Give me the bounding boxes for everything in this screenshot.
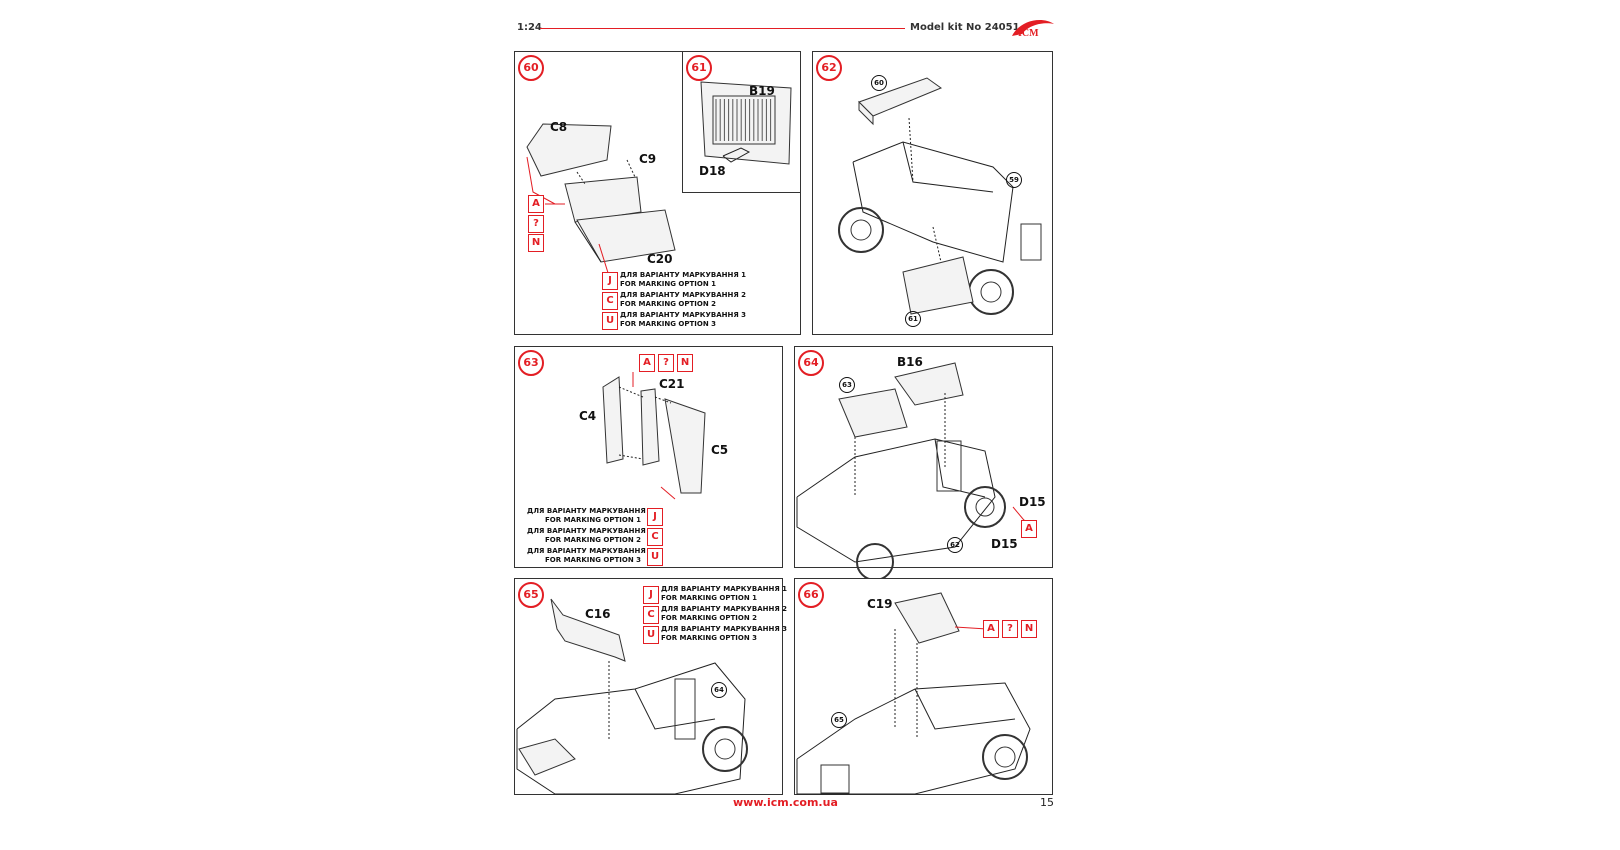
step-62-drawing bbox=[838, 77, 1042, 315]
ref-step-62: 62 bbox=[947, 537, 963, 553]
color-code-n: N bbox=[677, 354, 693, 372]
step-64-number: 64 bbox=[798, 350, 824, 376]
step-63-number: 63 bbox=[518, 350, 544, 376]
part-label-d15-top: D15 bbox=[1019, 495, 1046, 509]
color-code-a: A bbox=[639, 354, 655, 372]
part-label-d15-bottom: D15 bbox=[991, 537, 1018, 551]
step-61-drawing bbox=[700, 81, 792, 165]
ref-step-64: 64 bbox=[711, 682, 727, 698]
color-code-question: ? bbox=[658, 354, 674, 372]
part-label-b19: B19 bbox=[749, 84, 775, 98]
step-65-drawing bbox=[516, 598, 748, 795]
step-66-panel: 66 C19 A ? N 65 bbox=[794, 578, 1053, 795]
step-60-drawing bbox=[526, 123, 676, 277]
marking-code-j: J bbox=[602, 272, 618, 290]
page-number: 15 bbox=[1040, 796, 1054, 809]
icm-logo-graphic: ICM bbox=[1012, 20, 1054, 39]
part-label-c9: C9 bbox=[639, 152, 657, 166]
step-61-number: 61 bbox=[686, 55, 712, 81]
color-code-a: A bbox=[528, 195, 544, 213]
step-62-panel: 62 60 59 61 bbox=[812, 51, 1053, 335]
ref-step-59: 59 bbox=[1006, 172, 1022, 188]
color-code-question: ? bbox=[1002, 620, 1018, 638]
step-64-drawing bbox=[796, 362, 1028, 581]
svg-text:ICM: ICM bbox=[1018, 28, 1039, 39]
marking-code-j: J bbox=[643, 586, 659, 604]
marking-code-c: C bbox=[643, 606, 659, 624]
ref-step-63: 63 bbox=[839, 377, 855, 393]
step-62-number: 62 bbox=[816, 55, 842, 81]
step-63-panel: 63 A ? N C21 C4 C5 ДЛЯ ВАРІАНТУ МАРКУВАН… bbox=[514, 346, 783, 568]
scale-label: 1:24 bbox=[517, 22, 542, 33]
ref-step-60: 60 bbox=[871, 75, 887, 91]
color-code-question: ? bbox=[528, 215, 544, 233]
marking-code-j: J bbox=[647, 508, 663, 526]
marking-code-u: U bbox=[643, 626, 659, 644]
step-60-number: 60 bbox=[518, 55, 544, 81]
part-label-c5: C5 bbox=[711, 443, 729, 457]
part-label-c16: C16 bbox=[585, 607, 611, 621]
color-code-n: N bbox=[1021, 620, 1037, 638]
ref-step-61: 61 bbox=[905, 311, 921, 327]
part-label-c20: C20 bbox=[647, 252, 673, 266]
part-label-c21: C21 bbox=[659, 377, 685, 391]
icm-logo: ICM bbox=[1010, 14, 1056, 44]
step-66-drawing bbox=[796, 592, 1031, 795]
header-rule bbox=[540, 28, 905, 29]
model-kit-label: Model kit No 24051 bbox=[910, 22, 1020, 33]
grille-slats bbox=[715, 99, 772, 141]
step-66-number: 66 bbox=[798, 582, 824, 608]
part-label-c4: C4 bbox=[579, 409, 597, 423]
ref-step-65: 65 bbox=[831, 712, 847, 728]
marking-code-c: C bbox=[602, 292, 618, 310]
step-64-panel: 64 B16 63 D15 A D15 62 bbox=[794, 346, 1053, 581]
marking-code-u: U bbox=[602, 312, 618, 330]
part-label-c19: C19 bbox=[867, 597, 893, 611]
step-65-number: 65 bbox=[518, 582, 544, 608]
part-label-b16: B16 bbox=[897, 355, 923, 369]
marking-code-c: C bbox=[647, 528, 663, 546]
part-label-d18: D18 bbox=[699, 164, 726, 178]
color-code-a: A bbox=[1021, 520, 1037, 538]
marking-code-u: U bbox=[647, 548, 663, 566]
color-code-a: A bbox=[983, 620, 999, 638]
step-63-drawing bbox=[602, 372, 706, 500]
website-link[interactable]: www.icm.com.ua bbox=[733, 796, 838, 809]
color-code-n: N bbox=[528, 234, 544, 252]
part-label-c8: C8 bbox=[550, 120, 568, 134]
step-61-panel: 61 B19 D18 bbox=[682, 51, 801, 193]
